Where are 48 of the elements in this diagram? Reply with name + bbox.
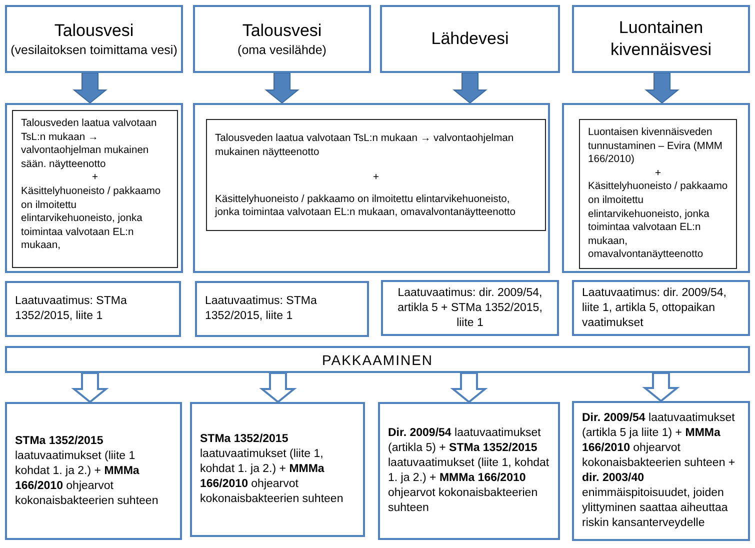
quality-requirement-box bbox=[381, 280, 559, 336]
requirement-text: Laatuvaatimus: dir. 2009/54, liite 1, artikla 5, ottopaikan vaatimukset bbox=[582, 286, 728, 330]
process-band: PAKKAAMINEN bbox=[5, 346, 750, 373]
text-paragraph: Käsittelyhuoneisto / pakkaamo on ilmoitettu elintarvikehuoneisto, jonka toimintaa valvotaan EL:n mukaan, omavalvontanäytteenotto bbox=[215, 192, 517, 220]
plus-sign: + bbox=[654, 166, 662, 180]
water-type-box bbox=[572, 5, 750, 73]
block-arrow bbox=[644, 72, 680, 104]
box-subtitle: (oma vesilähde) bbox=[238, 42, 326, 58]
quality-requirement-box bbox=[5, 281, 181, 337]
plus-sign: + bbox=[90, 171, 99, 185]
box-title: Talousvesi bbox=[54, 20, 134, 42]
plus-sign: + bbox=[372, 171, 380, 185]
block-arrow bbox=[452, 72, 488, 104]
requirement-box bbox=[206, 119, 546, 231]
requirement-text: Dir. 2009/54 laatuvaatimukset (artikla 5 ja liite 1) + MMMa 166/2010 ohjearvot kokonaisbakteerien suhteen + dir. 2003/40 enimmäispitoisuudet, joiden ylittyminen saattaa aiheuttaa riskin kansanterveydelle bbox=[582, 411, 736, 531]
quality-requirement-box bbox=[195, 281, 369, 337]
requirement-text: Laatuvaatimus: STMa 1352/2015, liite 1 bbox=[205, 294, 318, 324]
water-type-box bbox=[5, 5, 183, 73]
requirement-text: Laatuvaatimus: dir. 2009/54, artikla 5 + STMa 1352/2015, liite 1 bbox=[396, 286, 544, 330]
block-arrow bbox=[72, 72, 108, 104]
block-arrow bbox=[71, 372, 109, 404]
box-title: Lähdevesi bbox=[431, 28, 509, 50]
requirement-text: STMa 1352/2015 laatuvaatimukset (liite 1 kohdat 1. ja 2.) + MMMa 166/2010 ohjearvot kokonaisbakteerien suhteen bbox=[15, 434, 160, 508]
requirement-box bbox=[572, 401, 750, 541]
box-title: Luontainen kivennäisvesi bbox=[609, 17, 713, 61]
block-arrow bbox=[264, 72, 300, 104]
group-box bbox=[562, 103, 750, 273]
water-type-box bbox=[380, 5, 560, 73]
requirement-box bbox=[579, 119, 737, 269]
box-title: Talousvesi bbox=[242, 20, 322, 42]
requirement-box bbox=[378, 402, 560, 540]
requirement-text: Dir. 2009/54 laatuvaatimukset (artikla 5) + STMa 1352/2015 laatuvaatimukset (liite 1, kohdat 1. ja 2.) + MMMa 166/2010 ohjearvot kokonaisbakteerien suhteen bbox=[388, 426, 550, 516]
box-subtitle: (vesilaitoksen toimittama vesi) bbox=[10, 42, 178, 58]
requirement-box bbox=[5, 402, 182, 540]
text-paragraph: Käsittelyhuoneisto / pakkaamo on ilmoitettu elintarvikehuoneisto, jonka toimintaa valvotaan EL:n mukaan, omavalvontanäytteenotto bbox=[588, 180, 728, 262]
requirement-text: Laatuvaatimus: STMa 1352/2015, liite 1 bbox=[15, 294, 128, 324]
block-arrow bbox=[450, 372, 488, 404]
block-arrow bbox=[259, 372, 297, 404]
text-paragraph: Luontaisen kivennäisveden tunnustaminen – Evira (MMM 166/2010) bbox=[588, 126, 724, 167]
block-arrow bbox=[642, 372, 680, 402]
text-paragraph: Käsittelyhuoneisto / pakkaamo on ilmoitettu elintarvikehuoneisto, jonka toimintaa valvotaan EL:n mukaan, bbox=[21, 184, 162, 253]
group-box bbox=[193, 103, 550, 273]
text-paragraph: Talousveden laatua valvotaan TsL:n mukaan → valvontaohjelman mukainen näytteenotto bbox=[215, 132, 515, 160]
requirement-box bbox=[190, 402, 365, 537]
quality-requirement-box bbox=[572, 280, 750, 336]
requirement-text: STMa 1352/2015 laatuvaatimukset (liite 1, kohdat 1. ja 2.) + MMMa 166/2010 ohjearvot kokonaisbakteerien suhteen bbox=[200, 432, 344, 507]
water-type-box bbox=[193, 5, 371, 73]
text-paragraph: Talousveden laatua valvotaan TsL:n mukaan → valvontaohjelman mukainen sään. näytteenotto bbox=[21, 117, 158, 172]
